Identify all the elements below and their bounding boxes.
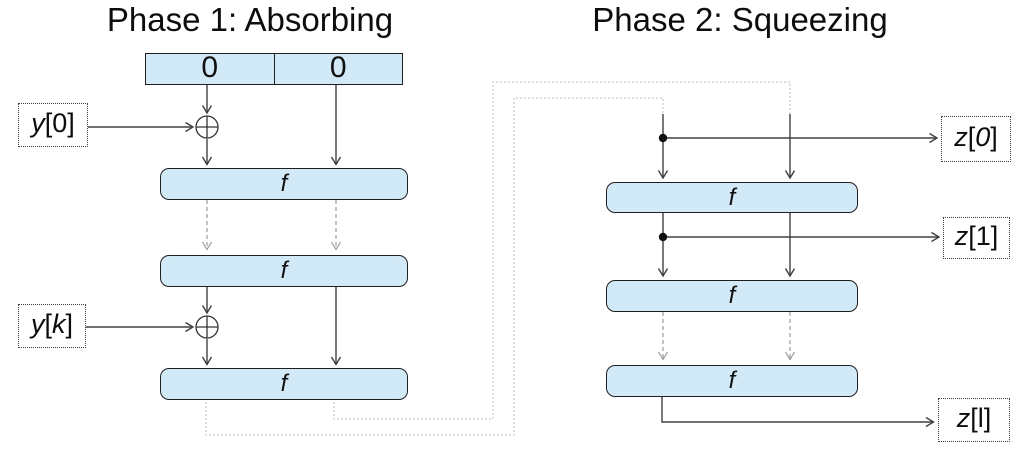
phase1-title: Phase 1: Absorbing: [106, 1, 394, 38]
phase1-f-box-2: f: [160, 255, 408, 287]
phase2-title: Phase 2: Squeezing: [592, 1, 888, 38]
output-label-z1: z[1]: [943, 217, 1010, 259]
label-text: [: [967, 122, 976, 152]
label-text: ]: [65, 309, 74, 339]
initial-state-register: 0 0: [145, 53, 403, 85]
solid-arrows-phase2: [657, 114, 941, 428]
output-label-zl: z[l]: [938, 398, 1010, 442]
phase2-f-box-2: f: [606, 280, 858, 312]
label-text: [: [44, 309, 52, 339]
label-text: k: [52, 309, 66, 339]
state-cell-capacity: 0: [329, 51, 347, 84]
phase1-f-box-3: f: [160, 368, 408, 400]
label-text: z: [954, 122, 968, 152]
label-text: 0: [975, 122, 991, 152]
junction-dot: [658, 232, 668, 242]
phase1-f-box-1: f: [160, 168, 408, 200]
input-label-yk: y[k]: [18, 304, 86, 348]
label-text: [l]: [970, 403, 992, 433]
output-label-z0: z[0]: [941, 116, 1011, 162]
phase2-f-box-1: f: [606, 182, 858, 213]
dashed-arrows-phase1: [201, 200, 342, 251]
dashed-arrows-phase2: [657, 312, 796, 361]
label-text: z: [954, 221, 969, 251]
input-label-y0: y[0]: [18, 103, 88, 147]
feedback-path-left: [205, 97, 664, 436]
phase2-f-box-3: f: [606, 365, 858, 397]
state-cell-rate: 0: [146, 53, 275, 84]
label-text: z: [956, 403, 971, 433]
label-text: [1]: [968, 221, 999, 251]
label-text: y: [31, 108, 45, 138]
solid-arrows-phase1: [86, 85, 342, 366]
label-text: [0]: [44, 108, 75, 138]
label-text: ]: [990, 122, 998, 152]
xor-icon: [195, 315, 219, 339]
xor-icon: [195, 115, 219, 139]
junction-dot: [658, 133, 668, 143]
feedback-path-right: [333, 81, 791, 420]
label-text: y: [30, 309, 45, 339]
